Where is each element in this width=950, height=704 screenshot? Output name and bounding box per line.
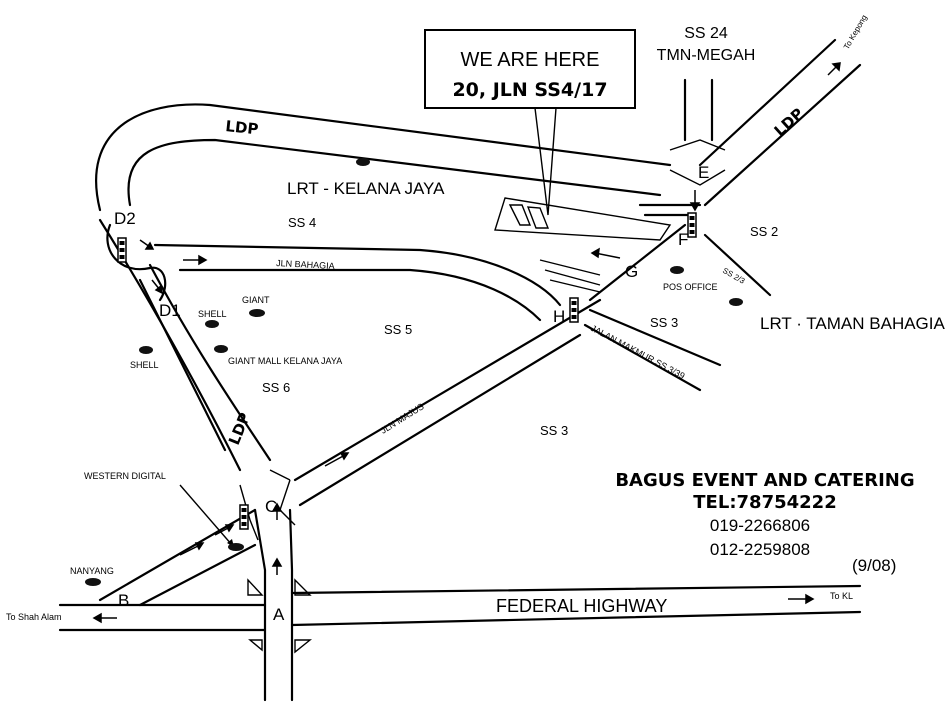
marker-d2: D2 (114, 209, 136, 228)
contact-company: BAGUS EVENT AND CATERING (615, 470, 914, 491)
shell-1-marker (205, 320, 219, 328)
we-are-here-callout-box (424, 29, 636, 109)
place-giant-mall: GIANT MALL KELANA JAYA (228, 356, 342, 366)
place-shell-2: SHELL (130, 360, 159, 370)
lrt-kelana-jaya-marker (356, 158, 370, 166)
jln-bahagia-top (153, 243, 562, 307)
ldp-kepong-inner (703, 63, 862, 207)
marker-g: G (625, 262, 638, 281)
area-ss5: SS 5 (384, 322, 412, 337)
federal-highway-bottom (58, 610, 862, 632)
contact-phone2: 012-2259808 (710, 540, 810, 559)
marker-b: B (118, 591, 129, 610)
ldp-kepong-outer (698, 38, 837, 167)
contact-tel: TEL:78754222 (693, 492, 836, 513)
c-to-a-right (288, 508, 294, 702)
ldp-inner-edge (127, 138, 662, 207)
c-to-a-left (253, 508, 267, 702)
marker-c: C (265, 497, 277, 516)
road-federal-highway: FEDERAL HIGHWAY (496, 596, 667, 616)
traffic-light-h (569, 297, 579, 323)
giant-mall-marker (214, 345, 228, 353)
lrt-taman-bahagia-marker (729, 298, 743, 306)
place-pos-office: POS OFFICE (663, 282, 718, 292)
place-lrt-taman-bahagia: LRT · TAMAN BAHAGIA (760, 314, 946, 333)
area-ss3-a: SS 3 (650, 315, 678, 330)
area-ss24: SS 24 (684, 25, 728, 42)
contact-date: (9/08) (852, 556, 896, 575)
place-western-digital: WESTERN DIGITAL (84, 471, 166, 481)
interchange-a (247, 578, 312, 654)
jln-majus-top (293, 298, 602, 482)
dir-to-kl: To KL (830, 591, 853, 601)
jln-bahagia-bottom (178, 268, 542, 322)
federal-highway-top (58, 584, 862, 607)
pos-office-marker (670, 266, 684, 274)
road-ldp-right: LDP (771, 105, 808, 140)
jalan-makmur-top (588, 308, 722, 367)
dir-to-kepong: To Kepong (842, 13, 869, 51)
area-ss4: SS 4 (288, 215, 316, 230)
place-shell-1: SHELL (198, 309, 227, 319)
building-bay-1 (508, 204, 532, 226)
office-building (494, 197, 672, 241)
giant-marker (249, 309, 265, 317)
area-ss3-b: SS 3 (540, 423, 568, 438)
ldp-outer-edge (95, 103, 672, 212)
traffic-light-f (687, 212, 697, 238)
callout-line1: WE ARE HERE (461, 49, 600, 71)
jalan-makmur-bottom (583, 323, 702, 392)
d2-loop (106, 223, 167, 302)
marker-a: A (273, 605, 285, 624)
callout-line2: 20, JLN SS4/17 (452, 79, 607, 101)
road-to-b-bottom (138, 543, 257, 607)
marker-h: H (553, 307, 565, 326)
building-bay-2 (526, 206, 550, 229)
place-lrt-kelana-jaya: LRT - KELANA JAYA (287, 179, 445, 198)
traffic-light-c (239, 504, 249, 530)
place-nanyang: NANYANG (70, 566, 114, 576)
dir-to-shah-alam: To Shah Alam (6, 612, 62, 622)
arrows (92, 62, 841, 624)
road-jln-bahagia: JLN BAHAGIA (276, 258, 335, 271)
area-tmn-megah: TMN-MEGAH (657, 47, 756, 64)
marker-d1: D1 (159, 301, 181, 320)
western-digital-marker (228, 543, 244, 551)
marker-f: F (678, 230, 688, 249)
callout-pointer (534, 107, 557, 216)
western-digital-leader (179, 484, 233, 546)
place-giant: GIANT (242, 295, 270, 305)
road-jalan-makmur: JALAN MAKMUR SS 3/39 (589, 323, 686, 381)
ldp-south-slip (138, 278, 227, 452)
traffic-light-d2 (117, 237, 127, 263)
interchange-e (669, 139, 726, 186)
area-ss6: SS 6 (262, 380, 290, 395)
road-ldp-top: LDP (225, 117, 260, 138)
marker-e: E (698, 163, 709, 182)
road-f-main (638, 203, 702, 217)
area-ss2: SS 2 (750, 224, 778, 239)
jln-majus-bottom (298, 333, 582, 507)
nanyang-marker (85, 578, 101, 586)
shell-2-marker (139, 346, 153, 354)
contact-phone1: 019-2266806 (710, 516, 810, 535)
road-f-to-ss2-3 (703, 233, 772, 297)
road-jln-majus: JLN MAJUS (379, 401, 426, 435)
slip-roads-g (539, 259, 601, 293)
road-f-to-h (588, 223, 687, 302)
